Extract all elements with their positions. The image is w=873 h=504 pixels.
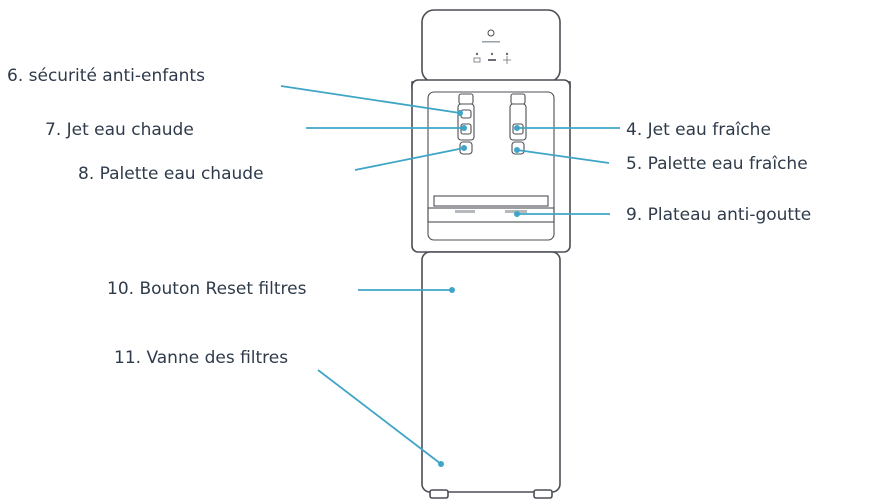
label-hot-tap: 7. Jet eau chaude <box>45 120 194 140</box>
label-cold-paddle: 5. Palette eau fraîche <box>626 154 808 174</box>
leader-filter-valve <box>317 369 442 465</box>
label-drip-tray: 9. Plateau anti-goutte <box>626 205 812 225</box>
label-hot-paddle: 8. Palette eau chaude <box>78 164 264 184</box>
leader-child-lock <box>280 85 461 114</box>
label-child-lock: 6. sécurité anti-enfants <box>7 66 205 86</box>
brand-text <box>482 41 500 43</box>
brand-logo-icon <box>487 29 495 37</box>
dispensing-section <box>411 79 571 253</box>
leader-lines <box>280 85 620 467</box>
control-buttons <box>473 52 511 64</box>
leader-hot-paddle <box>354 147 465 171</box>
cold-water-tap <box>509 93 527 155</box>
label-cold-tap: 4. Jet eau fraîche <box>626 120 771 140</box>
label-filter-valve: 11. Vanne des filtres <box>114 348 289 368</box>
base-cabinet <box>421 251 561 499</box>
control-panel-head <box>421 9 561 83</box>
label-reset-button: 10. Bouton Reset filtres <box>107 279 307 299</box>
leader-cold-paddle <box>516 149 610 164</box>
